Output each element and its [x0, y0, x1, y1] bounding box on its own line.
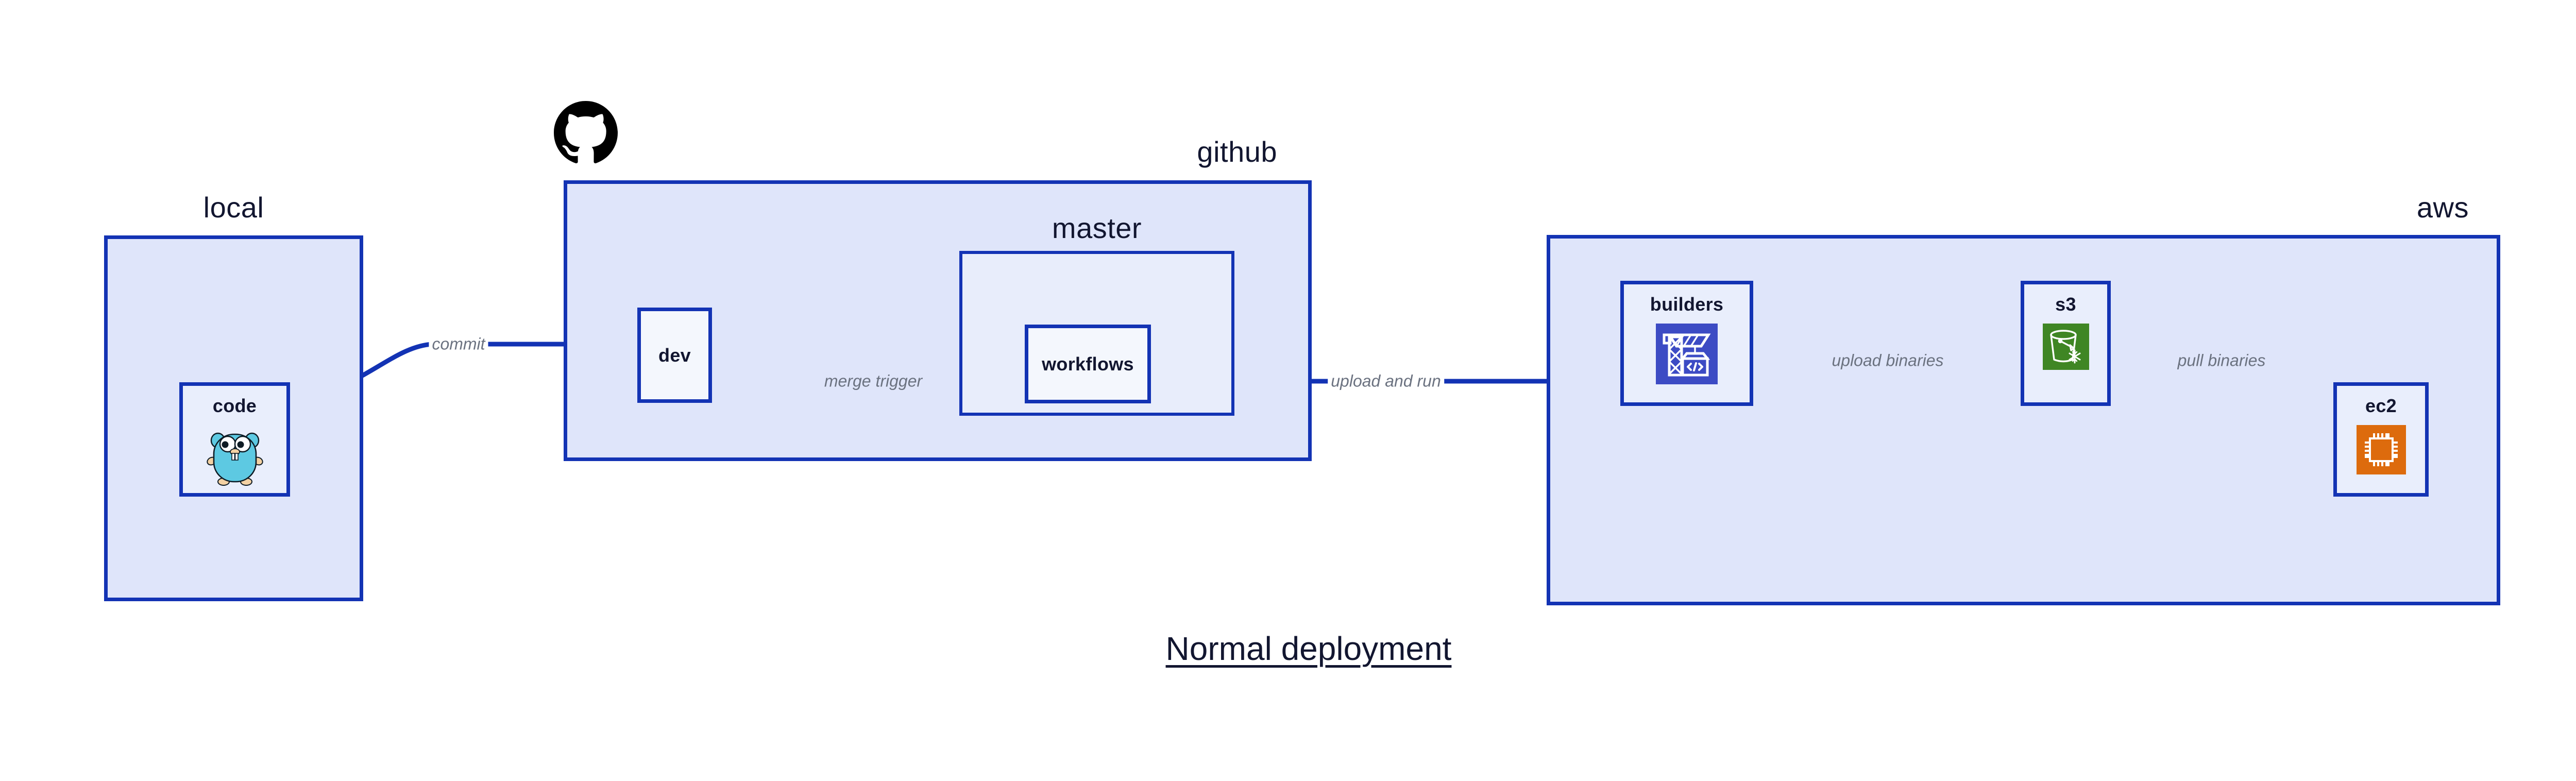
node-workflows-label: workflows	[1042, 353, 1134, 375]
node-builders[interactable]: builders	[1620, 281, 1753, 406]
aws-ec2-chip-icon	[2356, 425, 2406, 474]
github-octocat-logo	[554, 101, 618, 165]
go-gopher-icon	[206, 425, 263, 486]
node-dev[interactable]: dev	[637, 308, 712, 403]
node-ec2[interactable]: ec2	[2333, 382, 2429, 497]
edge-label-pull-binaries: pull binaries	[2174, 351, 2269, 370]
group-master-label: master	[1052, 212, 1142, 244]
edge-label-commit: commit	[429, 334, 488, 354]
edge-label-merge-trigger: merge trigger	[821, 371, 926, 391]
node-ec2-label: ec2	[2365, 395, 2397, 416]
node-s3-label: s3	[2055, 294, 2076, 315]
diagram-title: Normal deployment	[1165, 630, 1452, 667]
node-s3[interactable]: s3	[2021, 281, 2111, 406]
group-aws-label: aws	[2416, 191, 2469, 224]
node-workflows[interactable]: workflows	[1025, 325, 1151, 403]
group-github-label: github	[1197, 135, 1277, 168]
group-local-label: local	[203, 191, 264, 224]
aws-s3-glacier-icon	[2042, 324, 2089, 370]
node-code[interactable]: code	[179, 382, 290, 497]
edge-label-upload-and-run: upload and run	[1328, 371, 1444, 391]
edge-label-upload-binaries: upload binaries	[1828, 351, 1947, 370]
node-builders-label: builders	[1650, 294, 1724, 315]
node-dev-label: dev	[658, 344, 691, 366]
aws-codebuild-icon	[1656, 324, 1718, 384]
node-code-label: code	[212, 395, 257, 416]
